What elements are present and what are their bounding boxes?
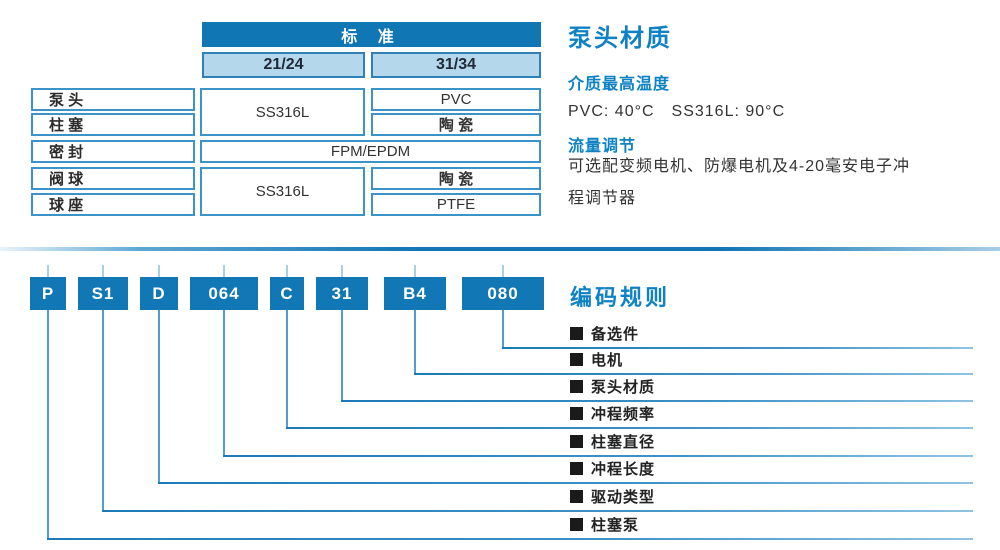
- code-box-c: C: [270, 277, 304, 310]
- tick-line: [502, 265, 504, 277]
- legend-label: 电机: [591, 351, 624, 369]
- tick-line: [47, 265, 49, 277]
- connector-line: [414, 310, 416, 375]
- legend-label: 泵头材质: [591, 378, 656, 396]
- legend-item-plunger-pump: 柱塞泵: [570, 513, 639, 535]
- cell-ss316l-top: SS316L: [200, 88, 365, 136]
- tick-line: [158, 265, 160, 277]
- connector-line: [102, 310, 104, 512]
- tick-line: [286, 265, 288, 277]
- legend-label: 冲程长度: [591, 460, 656, 478]
- connector-line: [102, 510, 973, 512]
- square-bullet-icon: [570, 489, 583, 503]
- table-colheader-31-34: 31/34: [371, 52, 541, 78]
- legend-item-motor: 电机: [570, 348, 623, 370]
- legend-label: 柱塞泵: [591, 516, 640, 534]
- code-box-064: 064: [190, 277, 258, 310]
- square-bullet-icon: [570, 326, 583, 340]
- tick-line: [414, 265, 416, 277]
- cell-ss316l-bottom: SS316L: [200, 167, 365, 216]
- legend-label: 备选件: [591, 325, 640, 343]
- legend-item-pump-head-material: 泵头材质: [570, 375, 655, 397]
- square-bullet-icon: [570, 406, 583, 420]
- connector-line: [223, 455, 973, 457]
- row-label-pump-head: 泵 头: [31, 88, 195, 111]
- row-label-valve-ball: 阀 球: [31, 167, 195, 190]
- connector-line: [286, 310, 288, 429]
- code-box-s1: S1: [78, 277, 128, 310]
- connector-line: [47, 310, 49, 540]
- legend-label: 驱动类型: [591, 488, 656, 506]
- tick-line: [341, 265, 343, 277]
- page-title: 泵头材质: [568, 25, 672, 52]
- connector-line: [502, 347, 973, 349]
- connector-line: [47, 538, 973, 540]
- table-header-standard: 标 准: [202, 22, 541, 47]
- code-box-b4: B4: [384, 277, 446, 310]
- legend-item-stroke-frequency: 冲程频率: [570, 402, 655, 424]
- cell-ptfe: PTFE: [371, 193, 541, 216]
- square-bullet-icon: [570, 461, 583, 475]
- max-temp-values: PVC: 40°C SS316L: 90°C: [568, 103, 786, 120]
- cell-ceramic-top: 陶 瓷: [371, 113, 541, 136]
- connector-line: [341, 310, 343, 402]
- connector-line: [158, 482, 973, 484]
- row-label-seal: 密 封: [31, 140, 195, 163]
- connector-line: [341, 400, 973, 402]
- code-box-080: 080: [462, 277, 544, 310]
- legend-item-options: 备选件: [570, 322, 639, 344]
- connector-line: [414, 373, 973, 375]
- table-colheader-21-24: 21/24: [202, 52, 365, 78]
- connector-line: [158, 310, 160, 484]
- coding-rules-title: 编码规则: [570, 285, 671, 310]
- legend-item-plunger-diameter: 柱塞直径: [570, 430, 655, 452]
- connector-line: [223, 310, 225, 457]
- section-heading-flow-adjust: 流量调节: [568, 138, 637, 155]
- tick-line: [102, 265, 104, 277]
- row-label-ball-seat: 球 座: [31, 193, 195, 216]
- section-divider: [0, 247, 1000, 251]
- square-bullet-icon: [570, 434, 583, 448]
- legend-item-stroke-length: 冲程长度: [570, 457, 655, 479]
- code-box-31: 31: [316, 277, 368, 310]
- legend-item-drive-type: 驱动类型: [570, 485, 655, 507]
- square-bullet-icon: [570, 379, 583, 393]
- row-label-plunger: 柱 塞: [31, 113, 195, 136]
- connector-line: [502, 310, 504, 349]
- legend-label: 柱塞直径: [591, 433, 656, 451]
- cell-pvc: PVC: [371, 88, 541, 111]
- connector-line: [286, 427, 973, 429]
- cell-fpm-epdm: FPM/EPDM: [200, 140, 541, 163]
- code-box-d: D: [140, 277, 178, 310]
- tick-line: [223, 265, 225, 277]
- section-heading-max-temp: 介质最高温度: [568, 76, 671, 93]
- legend-label: 冲程频率: [591, 405, 656, 423]
- square-bullet-icon: [570, 517, 583, 531]
- code-box-p: P: [30, 277, 66, 310]
- cell-ceramic-bottom: 陶 瓷: [371, 167, 541, 190]
- flow-adjust-description: 可选配变频电机、防爆电机及4-20毫安电子冲程调节器: [568, 158, 911, 207]
- square-bullet-icon: [570, 352, 583, 366]
